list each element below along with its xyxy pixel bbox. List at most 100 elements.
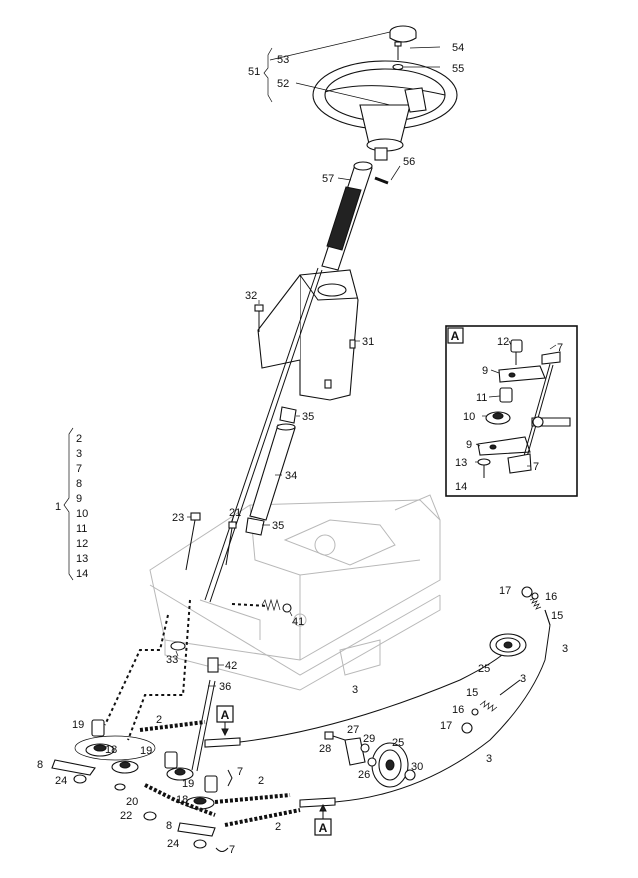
callout-53: 53 — [277, 54, 289, 66]
kit-item: 13 — [76, 553, 88, 565]
bracket-27 — [344, 737, 366, 766]
callout-35-lower: 35 — [272, 520, 284, 532]
clip-7b — [215, 847, 229, 852]
callout-labels: 51 53 52 54 55 56 57 32 31 35 34 35 23 2… — [37, 42, 568, 856]
sprocket-center — [111, 760, 194, 781]
callout-27: 27 — [347, 724, 359, 736]
roll-pin — [374, 176, 389, 185]
cable-3-lower — [334, 624, 551, 803]
callout-24b: 24 — [167, 838, 179, 850]
washer-20 — [114, 783, 126, 791]
callout-36: 36 — [219, 681, 231, 693]
kit-item: 14 — [76, 568, 88, 580]
callout-55: 55 — [452, 63, 464, 75]
callout-51: 51 — [248, 66, 260, 78]
callout-3d: 3 — [562, 643, 568, 655]
callout-19a: 19 — [72, 719, 84, 731]
callout-19c: 19 — [182, 778, 194, 790]
spring-41 — [261, 598, 292, 613]
bushing-42 — [207, 657, 219, 673]
kit-item: 11 — [76, 523, 87, 535]
nut-17-upper — [521, 586, 533, 598]
callout-2a: 2 — [156, 714, 162, 726]
callout-22: 22 — [120, 810, 132, 822]
inset-callout-9-lower: 9 — [466, 439, 472, 451]
callout-16-upper: 16 — [545, 591, 557, 603]
callout-7b: 7 — [229, 844, 235, 856]
callout-28: 28 — [319, 743, 331, 755]
callout-33: 33 — [166, 654, 178, 666]
callout-15-upper: 15 — [551, 610, 563, 622]
bushing-19c — [204, 775, 218, 793]
detail-ref-box-lower: A — [314, 803, 332, 836]
console-bracket — [257, 269, 359, 401]
callout-23: 23 — [172, 512, 184, 524]
callout-7a: 7 — [237, 766, 243, 778]
callout-17-upper: 17 — [499, 585, 511, 597]
nut-17-lower — [461, 722, 473, 734]
svg-text:A: A — [221, 708, 230, 722]
inset-callout-11: 11 — [476, 392, 487, 404]
callout-2b: 2 — [258, 775, 264, 787]
clip-7a — [227, 769, 233, 787]
callout-8a: 8 — [37, 759, 43, 771]
bolt-21 — [225, 521, 237, 566]
leader-lines — [175, 31, 441, 687]
callout-30: 30 — [411, 761, 423, 773]
callout-3b: 3 — [486, 753, 492, 765]
callout-25-lower: 25 — [392, 737, 404, 749]
callout-8b: 8 — [166, 820, 172, 832]
callout-35-upper: 35 — [302, 411, 314, 423]
spacer-tube-34 — [249, 423, 296, 521]
callout-54: 54 — [452, 42, 464, 54]
inset-callout-7-upper: 7 — [557, 342, 563, 354]
detail-ref-box-upper: A — [216, 705, 234, 737]
kit-item: 10 — [76, 508, 88, 520]
callout-31: 31 — [362, 336, 374, 348]
kit-item: 12 — [76, 538, 88, 550]
bushing-19b — [164, 751, 178, 769]
washer-29 — [360, 743, 370, 753]
chassis-frame — [149, 494, 441, 691]
svg-text:A: A — [319, 821, 328, 835]
kit-item: 8 — [76, 478, 82, 490]
callout-19b: 19 — [140, 745, 152, 757]
inset-callout-12: 12 — [497, 336, 509, 348]
spring-15-lower — [479, 679, 521, 712]
callout-25-upper: 25 — [478, 663, 490, 675]
callout-29: 29 — [363, 733, 375, 745]
pulley-25-lower — [371, 742, 409, 788]
callout-16-lower: 16 — [452, 704, 464, 716]
washer-16-upper — [531, 592, 539, 600]
washer-55 — [392, 63, 404, 71]
washer-33 — [170, 641, 186, 651]
nut-22 — [143, 811, 157, 821]
washer-16-lower — [471, 708, 479, 716]
nut-24b — [193, 839, 207, 849]
detail-inset-a: A 12 7 9 11 10 9 13 7 — [445, 325, 578, 497]
nut-26 — [367, 757, 377, 767]
bushing-19a — [91, 719, 105, 737]
kit-parent-number: 1 — [55, 501, 61, 513]
callout-57: 57 — [322, 173, 334, 185]
steering-wheel — [312, 60, 458, 161]
callout-20: 20 — [126, 796, 138, 808]
shaft-36 — [191, 679, 211, 771]
bracket-8a — [51, 759, 96, 776]
callout-41: 41 — [292, 616, 304, 628]
callout-3c: 3 — [520, 673, 526, 685]
pulley-25-upper — [489, 633, 527, 657]
steering-shaft-lower — [204, 267, 319, 601]
tie-rod-end-right — [299, 797, 336, 808]
callout-34: 34 — [285, 470, 297, 482]
callout-2c: 2 — [275, 821, 281, 833]
bushing-35-upper — [279, 406, 297, 424]
washer-30 — [404, 769, 416, 781]
callout-18b: 18 — [176, 794, 188, 806]
kit-item: 7 — [76, 463, 82, 475]
callout-18a: 18 — [105, 744, 117, 756]
bolt-23 — [185, 512, 201, 571]
bushing-35-lower — [245, 517, 265, 536]
bolt-28 — [324, 731, 346, 741]
